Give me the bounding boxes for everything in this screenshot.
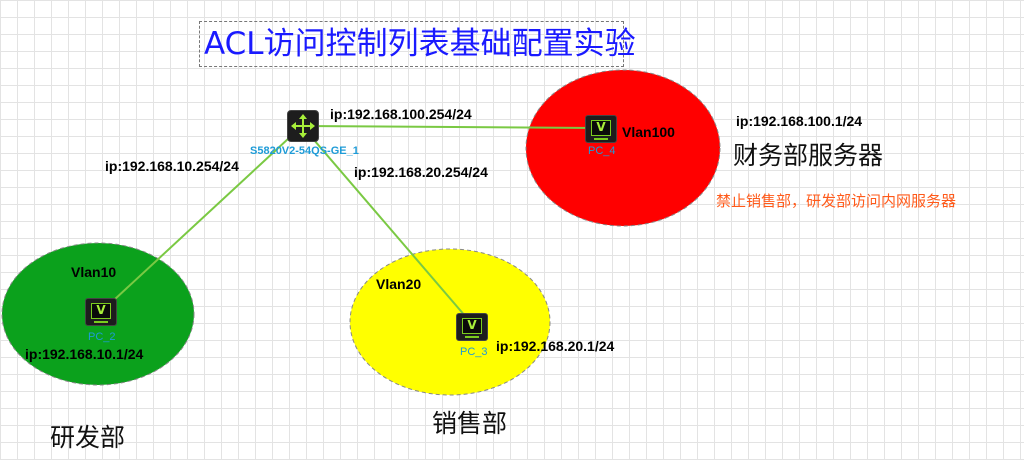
sales-vlan-area [349,248,551,396]
sales-dept-label: 销售部 [432,409,508,438]
pc-4-name: PC_4 [588,145,616,157]
link-ip-finance: ip:192.168.100.254/24 [330,106,472,122]
link-ip-sales: ip:192.168.20.254/24 [354,164,488,180]
vlan-20-label: Vlan20 [376,276,422,292]
router-switch-icon[interactable] [287,110,319,142]
pc-2-name: PC_2 [88,331,116,343]
link-switch-finance [301,125,598,129]
monitor-icon: V [91,303,111,319]
pc-3-name: PC_3 [460,346,488,358]
diagram-title: ACL访问控制列表基础配置实验 [199,21,636,67]
monitor-icon: V [591,120,611,136]
rnd-dept-label: 研发部 [50,423,126,452]
rnd-pc-ip: ip:192.168.10.1/24 [25,346,144,362]
finance-dept-label: 财务部服务器 [733,141,884,170]
acl-note: 禁止销售部，研发部访问内网服务器 [716,192,957,210]
vlan-10-label: Vlan10 [71,264,117,280]
finance-pc-ip: ip:192.168.100.1/24 [736,113,863,129]
link-switch-rnd [100,125,303,313]
pc-2-icon[interactable]: V [85,298,117,326]
sales-pc-ip: ip:192.168.20.1/24 [496,338,615,354]
switch-name: S5820V2-54QS-GE_1 [250,145,359,157]
pc-3-icon[interactable]: V [456,313,488,341]
vlan-100-label: Vlan100 [622,124,675,140]
monitor-icon: V [462,318,482,334]
pc-4-icon[interactable]: V [585,115,617,143]
finance-vlan-area [525,69,721,227]
link-ip-rnd: ip:192.168.10.254/24 [105,158,239,174]
link-switch-sales [301,125,473,325]
